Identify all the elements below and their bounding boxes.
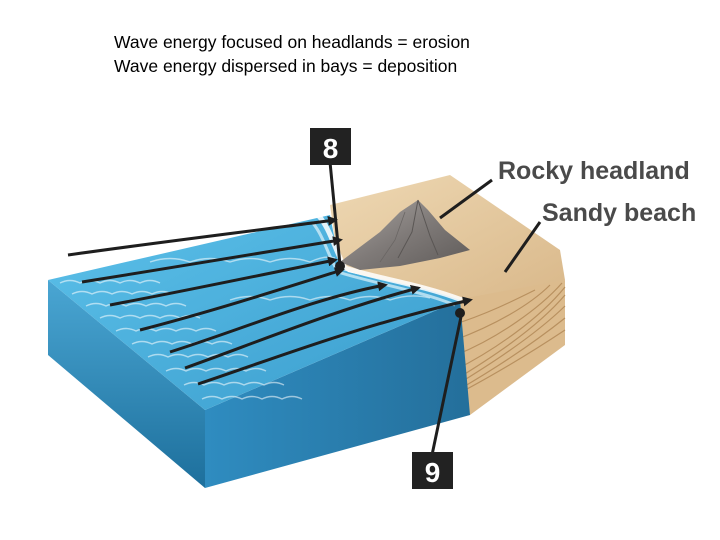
caption-line-erosion: Wave energy focused on headlands = erosi… xyxy=(114,32,470,52)
water-surface xyxy=(48,215,460,410)
marker-9: 9 xyxy=(412,452,453,489)
wave-arrow-icon xyxy=(81,236,343,284)
wave-crests xyxy=(59,256,431,400)
callout-lines xyxy=(328,161,542,456)
callout-dot-9 xyxy=(455,308,465,318)
sandy-beach-label: Sandy beach xyxy=(542,199,696,227)
marker-9-text: 9 xyxy=(425,457,441,488)
wave-arrow-icon xyxy=(184,284,421,370)
caption-line-deposition: Wave energy dispersed in bays = depositi… xyxy=(114,56,458,76)
wave-arrow-icon xyxy=(67,215,338,257)
wave-arrow-icon xyxy=(197,296,473,386)
caption: Wave energy focused on headlands = erosi… xyxy=(114,30,470,78)
rocky-headland-label: Rocky headland xyxy=(498,157,690,185)
wave-arrow-icon xyxy=(139,267,345,332)
marker-8-text: 8 xyxy=(323,133,339,164)
wave-arrow-icon xyxy=(169,281,388,354)
water-side-face xyxy=(205,300,470,488)
callout-dot-8 xyxy=(335,261,345,271)
surf-foam xyxy=(310,213,463,307)
wave-arrow-icon xyxy=(109,256,338,307)
mountain-icon xyxy=(340,199,470,270)
marker-8: 8 xyxy=(310,128,351,165)
water-front-face xyxy=(48,280,205,488)
wave-arrows xyxy=(67,215,473,386)
